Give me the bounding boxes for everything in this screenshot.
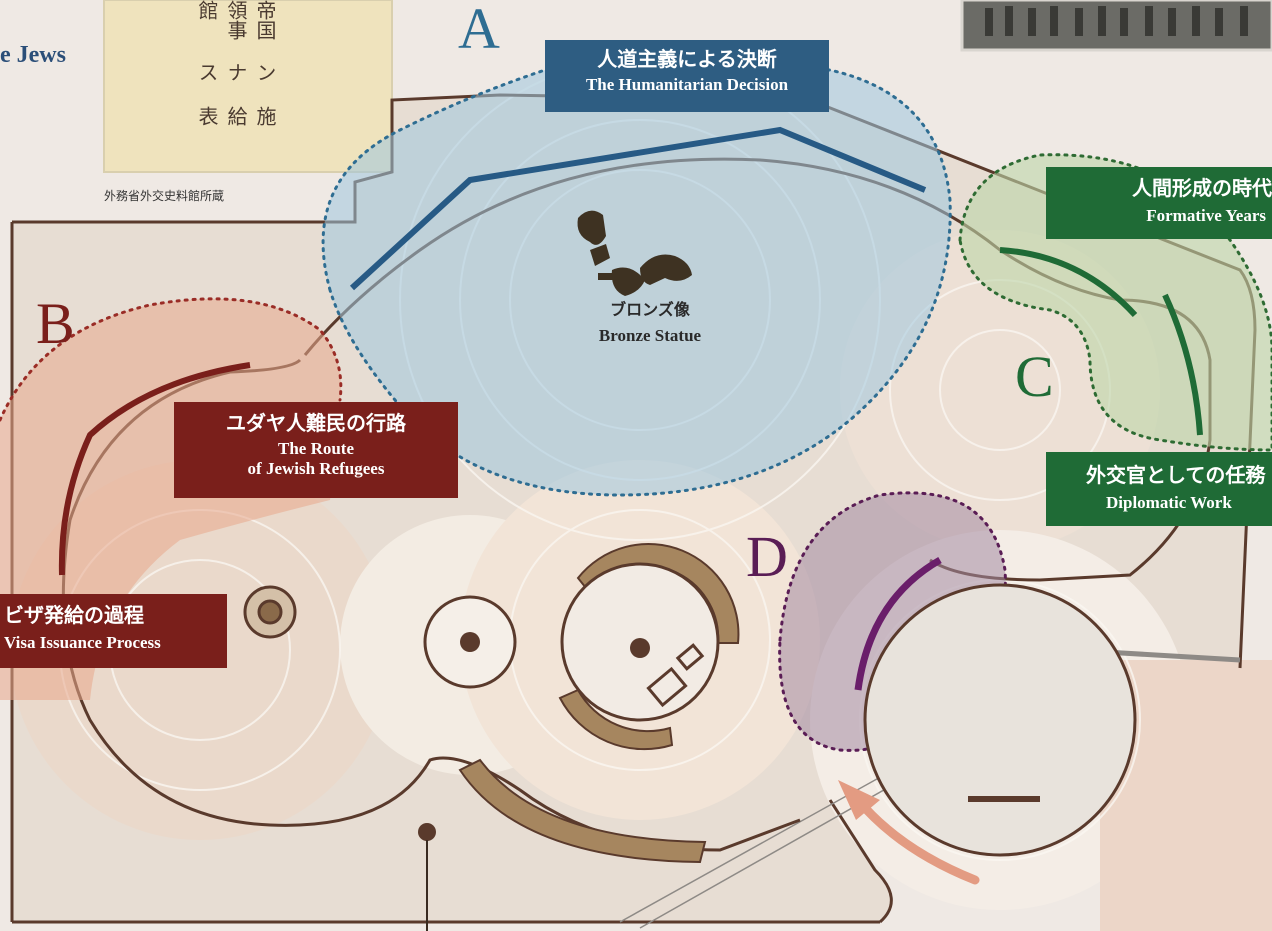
zone-letter-a: A [458,0,500,61]
room-central-circle [558,543,740,751]
visa-room-marker [243,585,297,639]
diplomatic-label: 外交官としての任務 Diplomatic Work [1046,452,1272,526]
visa-title-jp: ビザ発給の過程 [4,603,144,627]
visa-title-en: Visa Issuance Process [4,633,161,652]
handwriting-line-2: ンナス [195,62,277,83]
document-handwriting: 帝国 領事館 ンナス 施給表 [140,0,280,130]
historical-photo [960,0,1272,52]
room-d-circle [863,583,1137,857]
wall-southeast [828,799,893,924]
statue-label: ブロンズ像 Bronze Statue [570,296,730,346]
zone-a-label: 人道主義による決断 The Humanitarian Decision [545,40,829,112]
handwriting-line-3: 施給表 [195,106,277,127]
partial-title: e Jews [0,42,66,68]
bronze-statue-icon [577,210,692,296]
diplomatic-title-jp: 外交官としての任務 [1086,463,1266,487]
document-caption: 外務省外交史料館所蔵 [104,189,225,203]
statue-title-en: Bronze Statue [598,326,702,345]
formative-label: 人間形成の時代 Formative Years [1046,167,1272,239]
room-small-circle [423,595,517,689]
zone-letter-c: C [1015,344,1054,409]
diplomatic-title-en: Diplomatic Work [1106,493,1232,512]
window-strip [1104,649,1241,663]
route-title-en-1: The Route [277,439,355,458]
handwriting-line-1: 帝国 領事館 [195,0,277,40]
zone-a-title-en: The Humanitarian Decision [585,75,789,94]
visa-label: ビザ発給の過程 Visa Issuance Process [0,594,227,668]
zone-a-title-jp: 人道主義による決断 [597,47,777,71]
route-label: ユダヤ人難民の行路 The Route of Jewish Refugees [174,402,458,498]
statue-title-jp: ブロンズ像 [610,300,690,319]
route-title-jp: ユダヤ人難民の行路 [226,411,406,435]
zone-letter-d: D [746,524,788,589]
zone-letter-b: B [36,291,75,356]
entrance-arrow [838,780,980,885]
curved-wall-south [458,758,707,864]
historical-document [103,0,393,173]
formative-title-jp: 人間形成の時代 [1132,176,1272,200]
formative-title-en: Formative Years [1146,206,1266,225]
map-pointer [418,823,436,931]
route-title-en-2: of Jewish Refugees [247,458,385,478]
